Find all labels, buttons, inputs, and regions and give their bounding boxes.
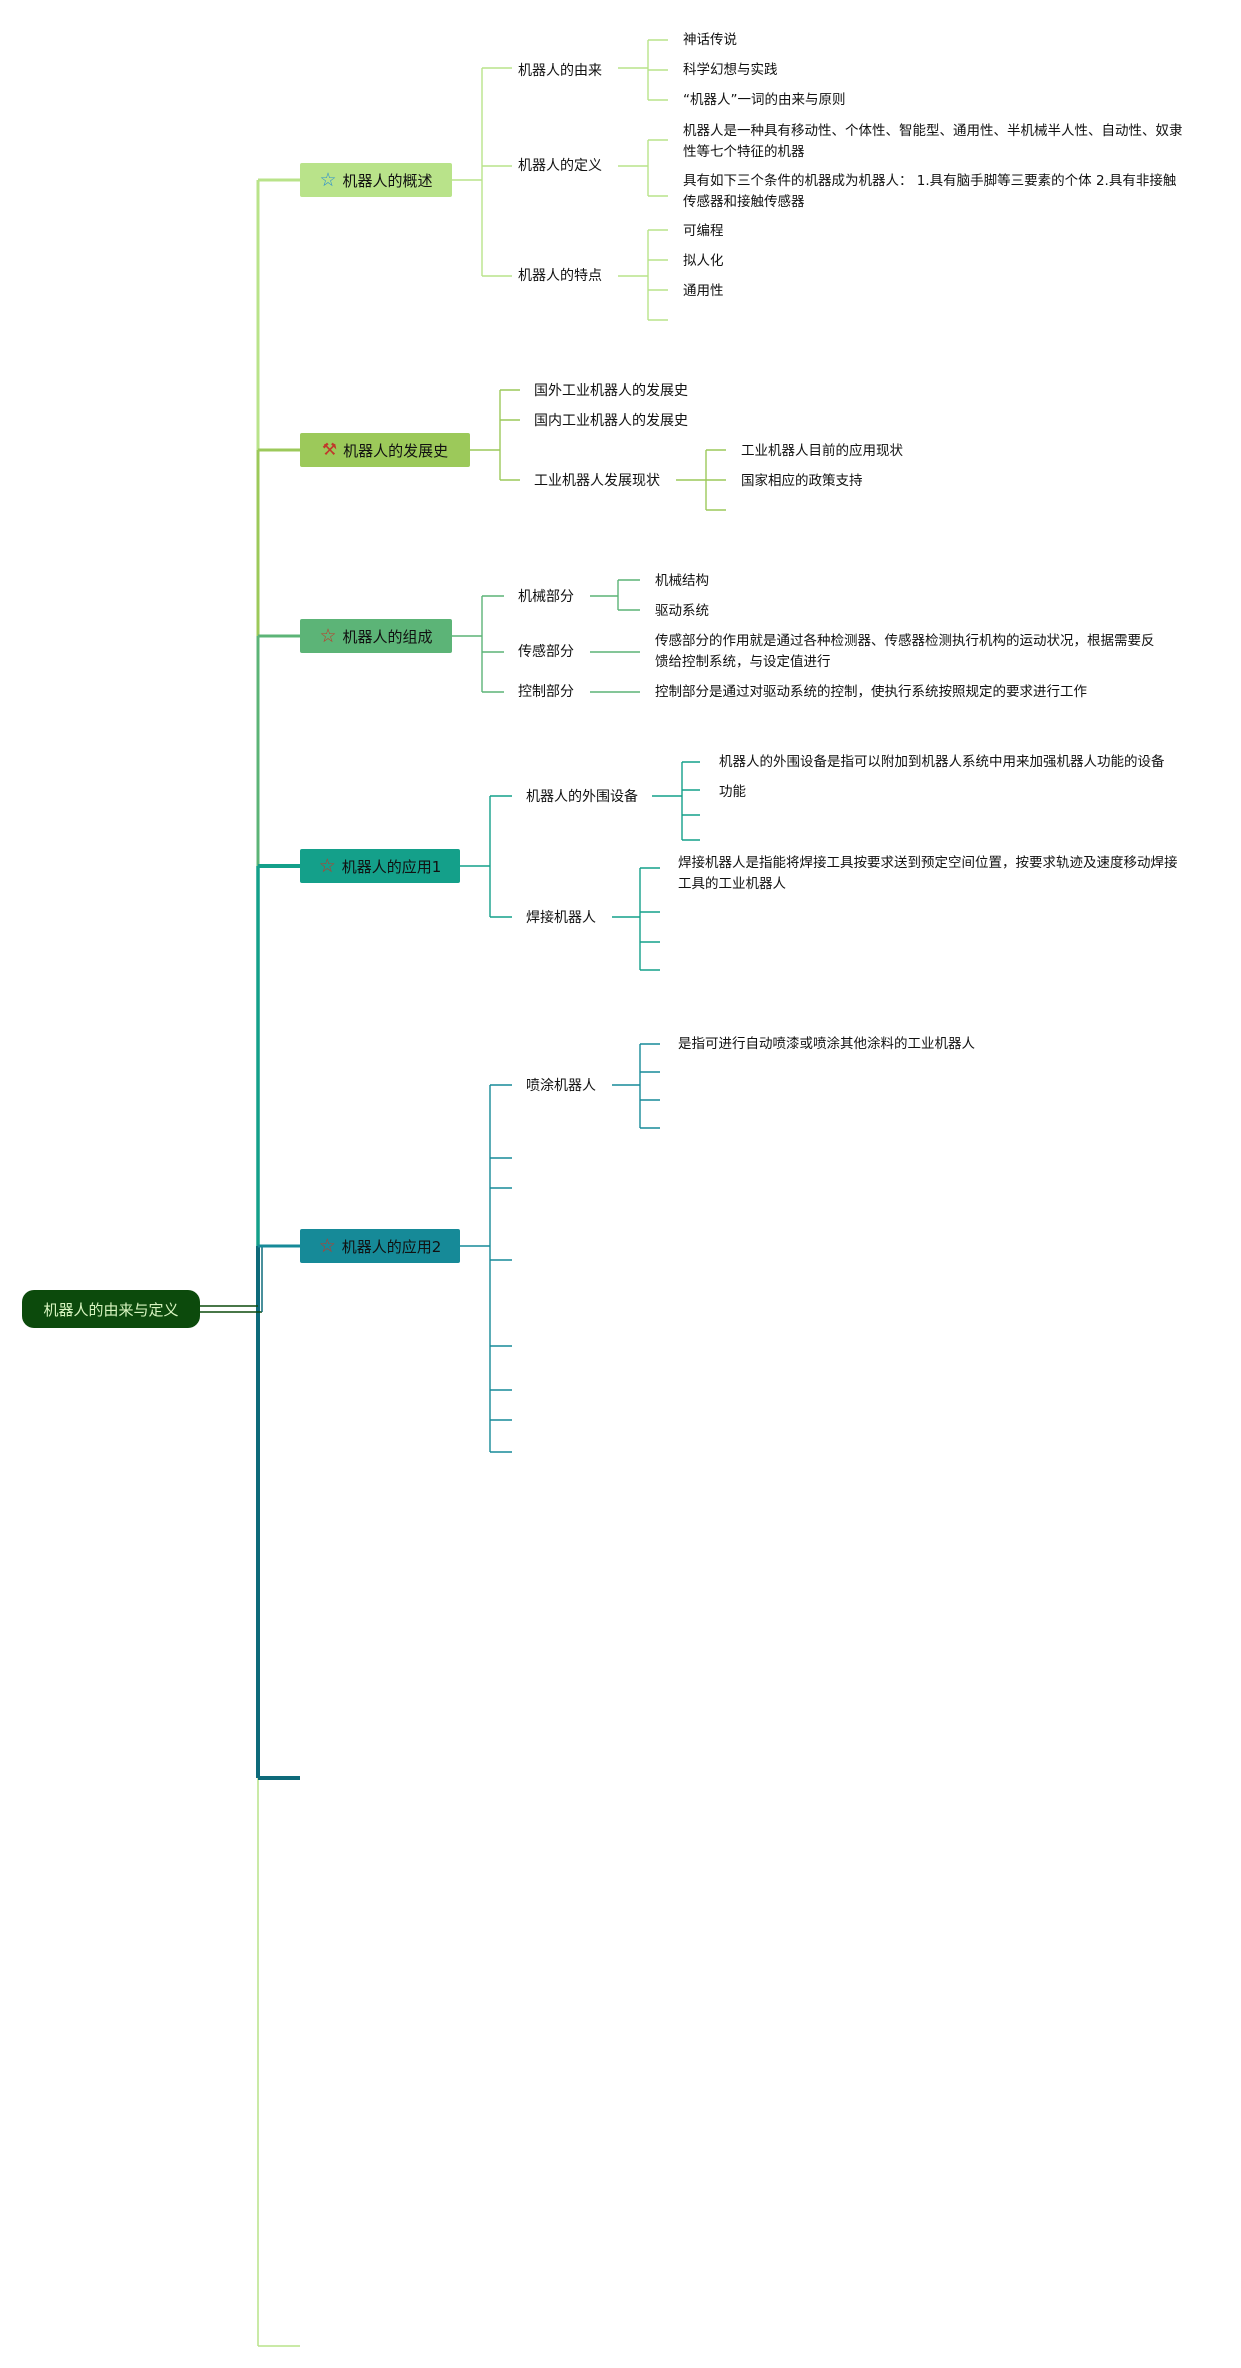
- topic-domestic-history[interactable]: 国内工业机器人的发展史: [534, 413, 688, 429]
- branch-label: 机器人的应用2: [341, 1237, 442, 1256]
- star-outline-icon: ☆: [319, 168, 337, 191]
- branch-label: 机器人的应用1: [341, 857, 442, 876]
- leaf-node[interactable]: 焊接机器人是指能将焊接工具按要求送到预定空间位置，按要求轨迹及速度移动焊接工具的…: [678, 855, 1178, 892]
- leaf-node[interactable]: “机器人”一词的由来与原则: [683, 92, 846, 108]
- topic-control[interactable]: 控制部分: [518, 684, 574, 700]
- leaf-node[interactable]: 驱动系统: [655, 603, 709, 619]
- topic-sensing[interactable]: 传感部分: [518, 644, 574, 660]
- branch-application-2[interactable]: ☆ 机器人的应用2: [300, 1229, 460, 1263]
- leaf-node[interactable]: 国家相应的政策支持: [741, 473, 863, 489]
- branch-overview[interactable]: ☆ 机器人的概述: [300, 163, 452, 197]
- topic-status[interactable]: 工业机器人发展现状: [534, 473, 660, 489]
- topic-mechanical[interactable]: 机械部分: [518, 589, 574, 605]
- topic-foreign-history[interactable]: 国外工业机器人的发展史: [534, 383, 688, 399]
- leaf-node[interactable]: 可编程: [683, 223, 724, 239]
- hammer-icon: ⚒: [321, 439, 338, 460]
- leaf-node[interactable]: 通用性: [683, 283, 724, 299]
- leaf-node[interactable]: 科学幻想与实践: [683, 62, 778, 78]
- leaf-node[interactable]: 机械结构: [655, 573, 709, 589]
- leaf-node[interactable]: 是指可进行自动喷漆或喷涂其他涂料的工业机器人: [678, 1036, 975, 1052]
- root-node[interactable]: 机器人的由来与定义: [24, 1292, 198, 1326]
- topic-welding-robot[interactable]: 焊接机器人: [526, 910, 596, 926]
- leaf-node[interactable]: 神话传说: [683, 32, 737, 48]
- topic-features[interactable]: 机器人的特点: [518, 268, 602, 284]
- branch-label: 机器人的组成: [342, 627, 433, 646]
- leaf-node[interactable]: 拟人化: [683, 253, 724, 269]
- leaf-node[interactable]: 机器人的外围设备是指可以附加到机器人系统中用来加强机器人功能的设备: [719, 754, 1165, 770]
- leaf-node[interactable]: 具有如下三个条件的机器成为机器人： 1.具有脑手脚等三要素的个体 2.具有非接触…: [683, 173, 1177, 210]
- branch-application-1[interactable]: ☆ 机器人的应用1: [300, 849, 460, 883]
- branch-composition[interactable]: ☆ 机器人的组成: [300, 619, 452, 653]
- branch-label: 机器人的发展史: [343, 441, 449, 460]
- leaf-node[interactable]: 工业机器人目前的应用现状: [741, 443, 903, 459]
- branch-label: 机器人的概述: [342, 171, 433, 190]
- leaf-node[interactable]: 传感部分的作用就是通过各种检测器、传感器检测执行机构的运动状况，根据需要反馈给控…: [655, 633, 1155, 670]
- topic-spray-robot[interactable]: 喷涂机器人: [526, 1078, 596, 1094]
- topic-origin[interactable]: 机器人的由来: [518, 63, 602, 79]
- topic-definition[interactable]: 机器人的定义: [518, 158, 602, 174]
- leaf-node[interactable]: 功能: [719, 784, 746, 800]
- star-outline-icon: ☆: [319, 624, 337, 647]
- star-outline-icon: ☆: [318, 854, 336, 877]
- leaf-node[interactable]: 机器人是一种具有移动性、个体性、智能型、通用性、半机械半人性、自动性、奴隶性等七…: [683, 123, 1183, 160]
- branch-history[interactable]: ⚒ 机器人的发展史: [300, 433, 470, 467]
- star-outline-icon: ☆: [318, 1234, 336, 1257]
- topic-peripherals[interactable]: 机器人的外围设备: [526, 789, 638, 805]
- leaf-node[interactable]: 控制部分是通过对驱动系统的控制，使执行系统按照规定的要求进行工作: [655, 684, 1087, 700]
